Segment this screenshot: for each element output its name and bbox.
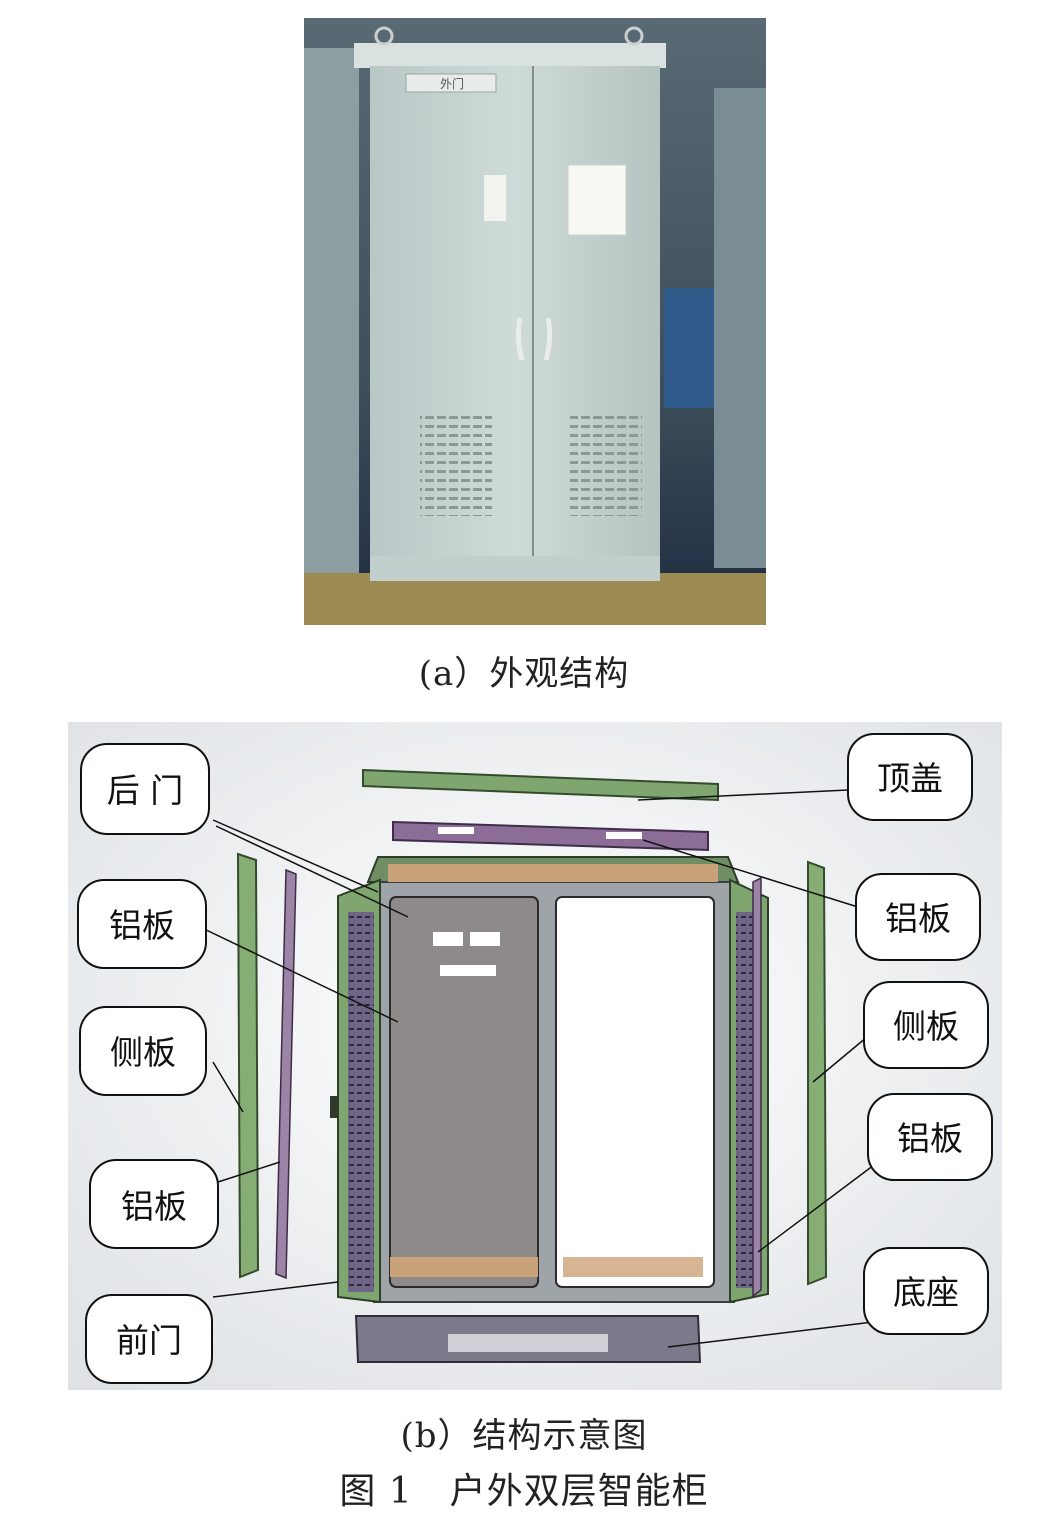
door-label-left (484, 175, 506, 221)
label-front-door: 前门 (116, 1321, 182, 1360)
floor (304, 573, 766, 625)
left-aluminum-plate (275, 868, 297, 1280)
frame-top-wood-rail (388, 864, 718, 882)
left-bottom-wood-rail (390, 1257, 538, 1277)
label-side-left: 侧板 (110, 1033, 176, 1072)
door-notice-paper (567, 164, 627, 236)
callout-aluminum-left-2: 铝板 (89, 1159, 219, 1249)
lifting-eye-right (624, 26, 644, 46)
right-neighbor-cabinet (714, 88, 766, 568)
base-slot (448, 1334, 608, 1352)
caption-a: (a）外观结构 (418, 654, 630, 694)
vent-left (420, 410, 492, 516)
blue-desk (664, 288, 714, 408)
door-handle-left (515, 317, 525, 361)
leader-lines (199, 789, 879, 1348)
top-plate-slot-2 (606, 832, 642, 839)
callout-aluminum-right-1: 铝板 (855, 873, 981, 961)
cabinet-top (354, 43, 666, 68)
rear-door-slot-3 (440, 965, 496, 976)
exploded-structure-diagram: 后 门 铝板 侧板 铝板 前门 顶盖 铝板 侧板 (68, 722, 1002, 1390)
top-cover-part (362, 768, 719, 802)
rear-door-part (389, 896, 539, 1288)
name-plate (405, 73, 497, 93)
right-bottom-wood-rail (563, 1257, 703, 1277)
callout-aluminum-right-2: 铝板 (867, 1093, 993, 1181)
label-side-right: 侧板 (893, 1007, 959, 1046)
label-top-cover: 顶盖 (877, 759, 943, 798)
callout-base: 底座 (863, 1247, 989, 1335)
callout-rear-door: 后 门 (80, 743, 210, 835)
label-base: 底座 (893, 1273, 959, 1312)
callout-front-door: 前门 (85, 1294, 213, 1384)
cabinet-photo: 外门 (304, 18, 766, 625)
callout-side-right: 侧板 (863, 981, 989, 1069)
left-neighbor-cabinet (304, 48, 359, 588)
vent-right (570, 410, 642, 516)
left-side-panel (236, 852, 260, 1279)
label-rear-door: 后 门 (107, 771, 184, 810)
right-compartment-opening (555, 896, 715, 1288)
label-aluminum-right-2: 铝板 (897, 1119, 963, 1158)
right-side-panel (807, 860, 828, 1286)
caption-b: (b）结构示意图 (400, 1416, 648, 1456)
right-aluminum-plate (752, 876, 762, 1298)
label-aluminum-right-1: 铝板 (885, 899, 951, 938)
front-door-handle (330, 1096, 338, 1118)
callout-top-cover: 顶盖 (847, 733, 973, 821)
label-aluminum-left-2: 铝板 (121, 1187, 187, 1226)
front-door-grill (348, 912, 374, 1292)
door-handle-right (543, 317, 553, 361)
rear-door-slot-1 (433, 932, 463, 946)
rear-door-slot-2 (470, 932, 500, 946)
callout-side-left: 侧板 (79, 1006, 207, 1096)
callout-aluminum-left-1: 铝板 (77, 879, 207, 969)
cabinet-plinth (370, 556, 660, 581)
lifting-eye-left (374, 26, 394, 46)
name-plate-text: 外门 (440, 76, 464, 91)
figure-caption: 图 1 户外双层智能柜 (339, 1471, 709, 1512)
label-aluminum-left-1: 铝板 (109, 906, 175, 945)
top-plate-slot-1 (438, 827, 474, 834)
